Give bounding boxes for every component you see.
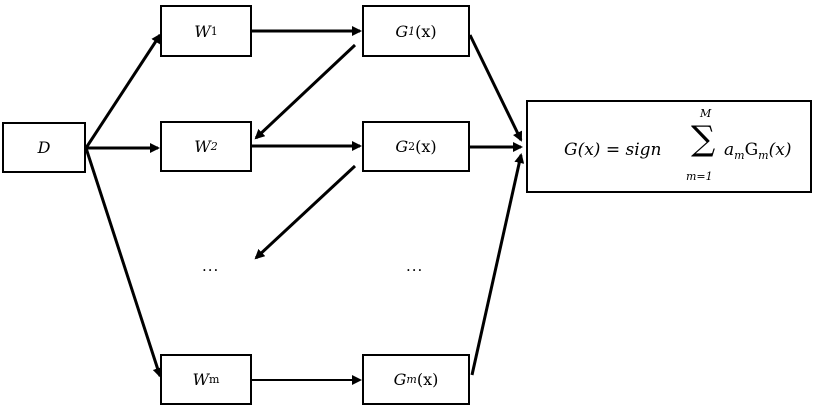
ellipsis-left: ... (202, 257, 220, 275)
edge-gm-formula (470, 153, 525, 376)
node-w1-base: W (194, 21, 211, 41)
formula-term-a: a (724, 140, 735, 160)
ellipsis-right: ... (406, 257, 424, 275)
node-d-label: D (37, 138, 51, 157)
node-g2-sub: 2 (408, 140, 416, 153)
node-g1-base: G (395, 21, 409, 41)
node-g1-sub: 1 (408, 24, 416, 38)
formula-term-a-sub: m (734, 149, 745, 162)
node-d: D (2, 122, 86, 173)
formula-lhs-text: G(x) = (564, 140, 626, 160)
node-gm-arg: (x) (416, 370, 439, 389)
node-g1-arg: (x) (415, 21, 437, 41)
node-w1-sub: 1 (210, 24, 218, 38)
formula-term-g-sub: m (758, 149, 769, 162)
formula-upper-limit: M (700, 107, 712, 120)
node-w2-base: W (194, 137, 211, 156)
node-g2-base: G (395, 137, 409, 156)
edge-g1-formula (468, 34, 523, 142)
formula-term-g: G (744, 140, 759, 160)
formula-term: amGm(x) (724, 140, 791, 162)
formula-sigma: ∑ (691, 119, 716, 159)
node-gm-base: G (393, 370, 407, 389)
formula-term-arg: (x) (768, 140, 792, 160)
node-wm-base: W (192, 370, 209, 389)
node-w2-sub: 2 (210, 140, 218, 153)
node-wm-sub: m (209, 373, 220, 386)
formula-box: G(x) = sign M ∑ m=1 amGm(x) (526, 100, 812, 193)
node-g2-arg: (x) (415, 137, 437, 156)
node-gm-sub: m (406, 373, 417, 386)
edge-d-wm (84, 147, 163, 378)
formula-sign: sign (625, 140, 662, 160)
edge-g2-ellipsis (254, 164, 357, 260)
formula-lhs: G(x) = sign (564, 140, 661, 160)
formula-lower-limit: m=1 (686, 170, 713, 183)
edge-g1-w2 (254, 43, 357, 140)
edge-d-w1 (84, 33, 162, 149)
